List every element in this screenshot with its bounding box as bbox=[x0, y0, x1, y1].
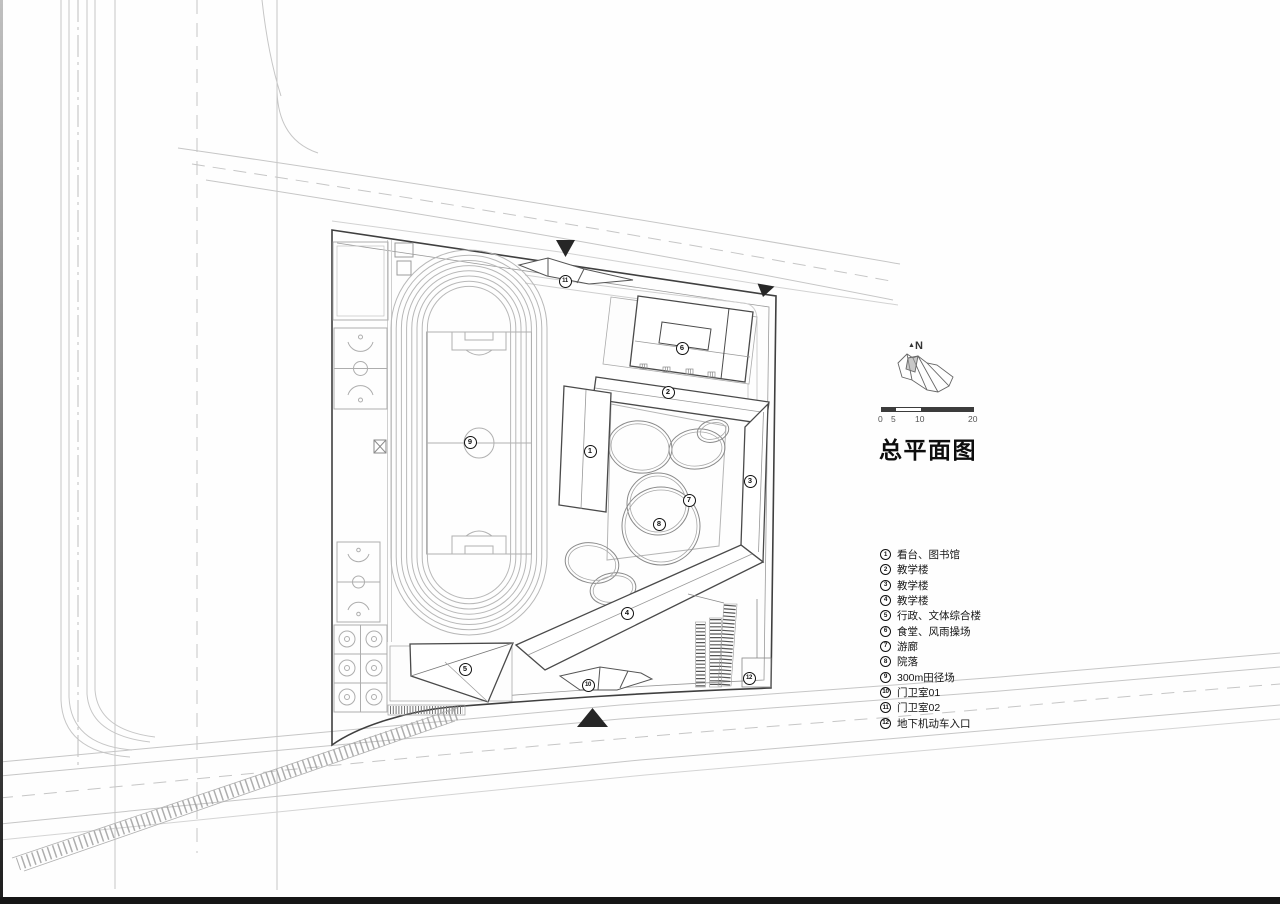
soccer-field bbox=[426, 331, 532, 555]
entrance-arrows bbox=[556, 240, 775, 727]
drawing-title: 总平面图 bbox=[879, 437, 977, 463]
running-track bbox=[390, 249, 548, 636]
scale-bar-segment bbox=[895, 407, 922, 412]
plan-marker-12: 12 bbox=[742, 671, 756, 685]
legend-item-3: 3 教学楼 bbox=[880, 578, 1030, 593]
legend-item-8: 8 院落 bbox=[880, 654, 1030, 669]
legend-label: 教学楼 bbox=[897, 595, 929, 608]
legend-label: 游廊 bbox=[897, 641, 918, 654]
building-4-teaching bbox=[514, 544, 765, 671]
scale-bar-segment bbox=[881, 407, 895, 412]
plan-marker-9: 9 bbox=[463, 435, 477, 449]
scale-bar: 0 5 10 20 bbox=[878, 404, 988, 426]
north-triangle-icon: ▲ bbox=[908, 342, 915, 349]
gate-house-02 bbox=[517, 257, 634, 285]
basketball-courts bbox=[332, 241, 414, 713]
legend-label: 行政、文体综合楼 bbox=[897, 610, 981, 623]
building-5-admin bbox=[389, 642, 514, 703]
underground-ramp bbox=[687, 593, 772, 688]
legend-label: 看台、图书馆 bbox=[897, 549, 960, 562]
legend: 1 看台、图书馆 2 教学楼 3 教学楼 4 教学楼 5 行政、文体综合楼 6 食堂、风雨操… bbox=[880, 547, 1030, 731]
plan-marker-3: 3 bbox=[743, 474, 757, 488]
roadside-parking-band bbox=[11, 707, 459, 872]
legend-num: 1 bbox=[880, 549, 891, 561]
legend-num: 10 bbox=[880, 687, 891, 699]
sheet-edge-bottom bbox=[0, 897, 1280, 904]
legend-label: 院落 bbox=[897, 656, 918, 669]
legend-item-6: 6 食堂、风雨操场 bbox=[880, 624, 1030, 639]
scale-label: 0 bbox=[878, 414, 883, 424]
legend-item-11: 11 门卫室02 bbox=[880, 700, 1030, 715]
legend-item-1: 1 看台、图书馆 bbox=[880, 547, 1030, 562]
legend-item-4: 4 教学楼 bbox=[880, 593, 1030, 608]
northeast-entrance-arrow bbox=[757, 283, 775, 297]
legend-num: 5 bbox=[880, 610, 891, 622]
legend-label: 门卫室01 bbox=[897, 687, 941, 700]
parking-strip bbox=[387, 704, 466, 716]
plan-marker-1: 1 bbox=[583, 444, 597, 458]
sheet-edge-left bbox=[0, 0, 3, 904]
legend-num: 4 bbox=[880, 595, 891, 607]
legend-num: 6 bbox=[880, 625, 891, 637]
scale-label: 5 bbox=[891, 414, 896, 424]
legend-label: 教学楼 bbox=[897, 579, 929, 592]
plan-marker-4: 4 bbox=[620, 606, 634, 620]
legend-num: 8 bbox=[880, 656, 891, 668]
legend-label: 教学楼 bbox=[897, 564, 929, 577]
plan-marker-6: 6 bbox=[675, 341, 689, 355]
legend-item-5: 5 行政、文体综合楼 bbox=[880, 608, 1030, 623]
legend-num: 12 bbox=[880, 717, 891, 729]
legend-num: 11 bbox=[880, 702, 891, 714]
building-6-canteen bbox=[602, 295, 758, 385]
north-label: N bbox=[914, 340, 923, 352]
scale-label: 10 bbox=[915, 414, 925, 424]
plan-marker-7: 7 bbox=[682, 493, 696, 507]
scale-bar-segment bbox=[922, 407, 974, 412]
legend-num: 2 bbox=[880, 564, 891, 576]
legend-label: 地下机动车入口 bbox=[897, 717, 971, 730]
legend-item-10: 10 门卫室01 bbox=[880, 685, 1030, 700]
legend-item-7: 7 游廊 bbox=[880, 639, 1030, 654]
north-arrow: ▲N bbox=[908, 336, 923, 354]
key-map bbox=[897, 353, 954, 393]
legend-num: 7 bbox=[880, 641, 891, 653]
legend-num: 3 bbox=[880, 579, 891, 591]
legend-label: 食堂、风雨操场 bbox=[897, 625, 971, 638]
north-entrance-arrow bbox=[556, 240, 575, 257]
plan-marker-5: 5 bbox=[458, 662, 472, 676]
plan-marker-8: 8 bbox=[652, 517, 666, 531]
legend-label: 300m田径场 bbox=[897, 671, 955, 684]
legend-item-12: 12 地下机动车入口 bbox=[880, 716, 1030, 731]
legend-label: 门卫室02 bbox=[897, 702, 941, 715]
legend-num: 9 bbox=[880, 671, 891, 683]
plan-marker-2: 2 bbox=[661, 385, 675, 399]
plan-marker-10: 10 bbox=[581, 678, 595, 692]
legend-item-2: 2 教学楼 bbox=[880, 562, 1030, 577]
plan-marker-11: 11 bbox=[558, 274, 572, 288]
south-entrance-arrow bbox=[577, 708, 608, 727]
scale-label: 20 bbox=[968, 414, 978, 424]
legend-item-9: 9 300m田径场 bbox=[880, 670, 1030, 685]
